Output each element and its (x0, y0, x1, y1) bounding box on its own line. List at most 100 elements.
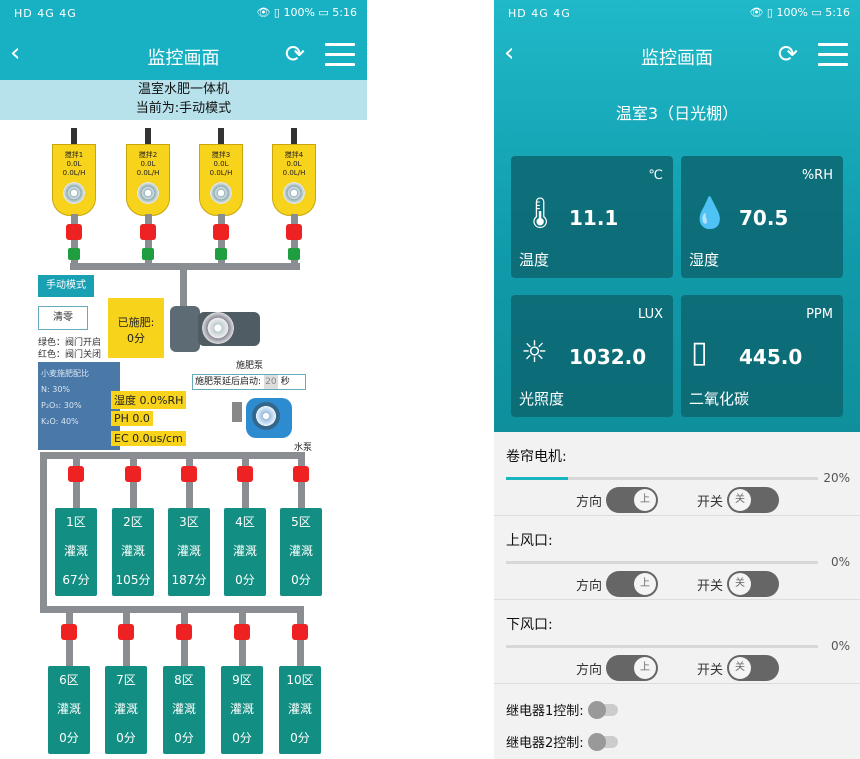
status-right: 👁 ▯ 100% ▭ 5:16 (256, 6, 357, 19)
mixer-motor (145, 128, 151, 146)
tank: 搅拌3 0.0L 0.0L/H (199, 144, 243, 216)
zone-state: 灌溉 (56, 702, 81, 716)
valve-red[interactable] (213, 224, 229, 240)
valve-green[interactable] (68, 248, 80, 260)
valve-red[interactable] (140, 224, 156, 240)
zone-card[interactable]: 3区 灌溉 187分 (168, 508, 210, 596)
direction-toggle[interactable]: 上 (606, 571, 658, 597)
signal-icons: HD 4G 4G (14, 7, 77, 20)
fert-pump-label: 施肥泵 (236, 361, 264, 371)
zone-name: 1区 (66, 515, 86, 529)
valve-red[interactable] (234, 624, 250, 640)
fan-icon (137, 182, 159, 204)
menu-icon[interactable] (325, 43, 355, 66)
zone-card[interactable]: 7区 灌溉 0分 (105, 666, 147, 754)
valve-red[interactable] (181, 466, 197, 482)
clear-button[interactable]: 清零 (38, 306, 88, 330)
progress-slider[interactable] (506, 477, 818, 480)
card-label: 温度 (519, 251, 550, 269)
valve-red[interactable] (125, 466, 141, 482)
applied-label: 已施肥: (117, 316, 155, 329)
progress-slider[interactable] (506, 561, 818, 564)
fan-icon (283, 182, 305, 204)
valve-red[interactable] (68, 466, 84, 482)
refresh-icon[interactable]: ⟳ (284, 40, 305, 68)
progress-slider[interactable] (506, 645, 818, 648)
card-value: 70.5 (739, 206, 789, 230)
relay-switch[interactable] (588, 701, 618, 719)
zone-card[interactable]: 5区 灌溉 0分 (280, 508, 322, 596)
applied-box: 已施肥: 0分 (108, 298, 164, 358)
current-mode: 当前为:手动模式 (135, 101, 232, 116)
tank-volume: 0.0L (213, 160, 229, 168)
card-label: 湿度 (689, 251, 720, 269)
greenhouse-title: 温室3（日光棚） (615, 104, 739, 123)
pipe (180, 263, 187, 323)
valve-red[interactable] (237, 466, 253, 482)
zone-name: 4区 (235, 515, 255, 529)
control-title: 下风口: (506, 617, 553, 633)
zone-state: 灌溉 (120, 544, 145, 558)
tank-volume: 0.0L (286, 160, 302, 168)
tank-name: 搅拌4 (284, 151, 304, 159)
switch-toggle[interactable]: 关 (727, 487, 779, 513)
switch-toggle[interactable]: 关 (727, 655, 779, 681)
zone-card[interactable]: 2区 灌溉 105分 (112, 508, 154, 596)
thermometer-icon: 🌡 (521, 196, 560, 231)
direction-toggle[interactable]: 上 (606, 655, 658, 681)
zone-state: 灌溉 (288, 544, 313, 558)
zone-name: 7区 (116, 673, 136, 687)
zone-time: 0分 (116, 731, 136, 745)
card-unit: PPM (806, 307, 833, 322)
zone-card[interactable]: 8区 灌溉 0分 (163, 666, 205, 754)
zone-card[interactable]: 6区 灌溉 0分 (48, 666, 90, 754)
valve-red[interactable] (293, 466, 309, 482)
valve-red[interactable] (292, 624, 308, 640)
zone-card[interactable]: 4区 灌溉 0分 (224, 508, 266, 596)
sun-icon: ☼ (521, 335, 548, 370)
valve-red[interactable] (66, 224, 82, 240)
tank-volume: 0.0L (140, 160, 156, 168)
back-icon[interactable]: ‹ (10, 38, 21, 68)
co2-icon: ▯ (691, 335, 708, 370)
pipe (40, 452, 47, 612)
tank-name: 搅拌1 (64, 151, 84, 159)
relay-switch[interactable] (588, 733, 618, 751)
legend-red: 红色：阀门关闭 (38, 350, 102, 360)
zone-card[interactable]: 1区 灌溉 67分 (55, 508, 97, 596)
card-value: 445.0 (739, 345, 803, 369)
zone-time: 0分 (291, 573, 311, 587)
switch-toggle[interactable]: 关 (727, 571, 779, 597)
pipe (40, 606, 304, 613)
delay-input[interactable]: 20 (263, 375, 278, 389)
zone-time: 0分 (59, 731, 79, 745)
direction-knob: 上 (634, 489, 656, 511)
fan-icon (210, 182, 232, 204)
back-icon[interactable]: ‹ (504, 38, 515, 68)
water-pump-label: 水泵 (294, 443, 313, 453)
zone-time: 0分 (235, 573, 255, 587)
valve-green[interactable] (288, 248, 300, 260)
tank: 搅拌4 0.0L 0.0L/H (272, 144, 316, 216)
mode-button[interactable]: 手动模式 (38, 275, 94, 297)
zone-card[interactable]: 10区 灌溉 0分 (279, 666, 321, 754)
valve-red[interactable] (61, 624, 77, 640)
valve-red[interactable] (118, 624, 134, 640)
tank-rate: 0.0L/H (136, 169, 160, 177)
valve-red[interactable] (176, 624, 192, 640)
zone-state: 灌溉 (171, 702, 196, 716)
tank-name: 搅拌2 (138, 151, 158, 159)
valve-red[interactable] (286, 224, 302, 240)
status-right: 👁 ▯ 100% ▭ 5:16 (749, 6, 850, 19)
applied-value: 0分 (127, 332, 145, 345)
clock: 5:16 (825, 6, 850, 19)
zone-card[interactable]: 9区 灌溉 0分 (221, 666, 263, 754)
valve-green[interactable] (215, 248, 227, 260)
refresh-icon[interactable]: ⟳ (777, 40, 798, 68)
tank-volume: 0.0L (66, 160, 82, 168)
valve-green[interactable] (142, 248, 154, 260)
sensor-card: PPM ▯ 445.0 二氧化碳 (681, 295, 843, 417)
direction-toggle[interactable]: 上 (606, 487, 658, 513)
menu-icon[interactable] (818, 43, 848, 66)
tank-name: 搅拌3 (211, 151, 231, 159)
